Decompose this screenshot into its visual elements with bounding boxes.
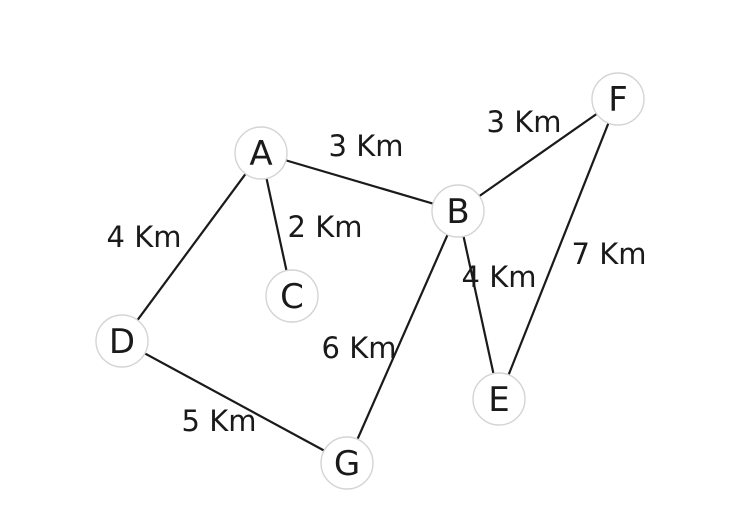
node-c: C	[265, 269, 319, 323]
node-label-f: F	[608, 80, 628, 120]
node-circle-g	[320, 436, 374, 490]
node-circle-c	[265, 269, 319, 323]
edge-label-a-b: 3 Km	[329, 129, 404, 163]
edge-label-b-f: 3 Km	[487, 105, 562, 139]
edge-label-d-g: 5 Km	[182, 404, 257, 438]
edge-a-d	[121, 152, 262, 342]
edge-b-e	[456, 210, 501, 400]
node-f: F	[591, 72, 645, 126]
nodes-layer: A B C D E F G	[95, 72, 645, 490]
edge-b-g	[345, 210, 460, 464]
node-label-g: G	[334, 444, 360, 484]
node-a: A	[234, 126, 288, 180]
edge-b-f	[457, 98, 619, 212]
edge-f-e	[497, 98, 620, 400]
node-circle-e	[472, 372, 526, 426]
edge-label-b-g: 6 Km	[322, 331, 397, 365]
node-label-c: C	[280, 277, 304, 317]
edge-labels-layer: 3 Km 2 Km 4 Km 3 Km 4 Km 6 Km 7 Km 5 Km	[107, 105, 647, 438]
node-e: E	[472, 372, 526, 426]
node-circle-f	[591, 72, 645, 126]
edge-a-b	[260, 151, 459, 213]
node-g: G	[320, 436, 374, 490]
node-circle-d	[95, 314, 149, 368]
edge-label-f-e: 7 Km	[572, 237, 647, 271]
node-circle-b	[431, 184, 485, 238]
node-label-a: A	[249, 134, 272, 174]
edge-label-b-e: 4 Km	[462, 260, 537, 294]
node-d: D	[95, 314, 149, 368]
node-label-e: E	[488, 380, 509, 420]
node-b: B	[431, 184, 485, 238]
node-label-d: D	[109, 322, 135, 362]
edge-label-a-d: 4 Km	[107, 220, 182, 254]
node-circle-a	[234, 126, 288, 180]
edge-label-a-c: 2 Km	[288, 210, 363, 244]
node-label-b: B	[446, 192, 469, 232]
edge-d-g	[121, 340, 348, 464]
